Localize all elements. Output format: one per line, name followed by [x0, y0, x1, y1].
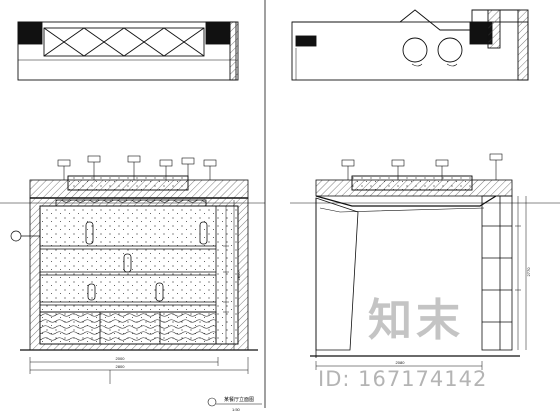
drawing-caption: 某餐厅立面图 [224, 396, 254, 403]
section-marker [10, 230, 40, 242]
front-dim-height: 2800 [236, 271, 241, 281]
front-elevation [20, 175, 258, 351]
side-callout-tags [341, 153, 503, 180]
drawing-scale: 1:50 [232, 407, 241, 412]
front-dim-inner: 2000 [116, 356, 126, 361]
side-dimension-chain [315, 196, 527, 370]
front-dimension-chain [223, 200, 235, 350]
front-dim-total: 2800 [116, 364, 126, 369]
side-dim-height: 2770 [526, 267, 531, 277]
plan-view-left [17, 21, 239, 81]
side-elevation [310, 175, 520, 358]
side-dim-total: 2080 [396, 360, 406, 365]
front-callout-tags [57, 155, 217, 180]
front-dimension-bottom [29, 357, 249, 384]
drawing-caption-group [207, 397, 262, 407]
plan-view-right [291, 9, 529, 81]
